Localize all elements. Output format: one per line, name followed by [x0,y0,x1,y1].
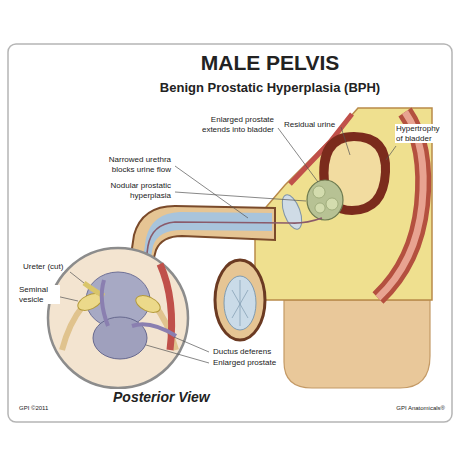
testis-lobules [232,280,248,326]
view-label: Posterior View [112,389,211,406]
part-label: Nodular prostatic hyperplasia [96,181,172,200]
prostate-nodule [315,203,325,213]
part-label: Ductus deferens [212,347,272,357]
leader-line [146,345,209,363]
part-label: Seminal vesicle [18,285,60,304]
leader-line [175,166,248,218]
testis [224,276,256,330]
inset-circle [48,248,188,388]
leader-line [341,127,350,155]
prostate-nodule [326,198,338,210]
ductus-deferens [102,280,176,336]
prostate-nodule [313,186,325,198]
part-label: Ureter (cut) [22,262,64,272]
card [8,44,452,422]
prostate [307,180,343,220]
scrotum [215,260,265,340]
part-label: Residual urine [283,120,336,130]
subtitle: Benign Prostatic Hyperplasia (BPH) [159,80,381,96]
bladder-wall [319,132,390,215]
leader-line [386,146,396,160]
inset-rectum [160,264,172,350]
leader-line [278,128,318,182]
leader-line [70,272,84,283]
leader-lines [56,127,396,363]
part-label: Enlarged prostate extends into bladder [189,115,275,134]
part-label: Enlarged prostate [212,358,277,368]
seminal-vesicle [133,292,162,316]
pubic-bone [278,192,305,231]
copyright-note: GPI ©2011 [18,405,49,412]
brand-note: GPI Anatomicals® [395,405,446,412]
leader-line [175,192,306,201]
model-base [284,300,430,388]
leader-line [174,337,209,352]
part-label: Narrowed urethra blocks urine flow [96,155,172,174]
part-label: Hypertrophy of bladder [395,124,447,143]
title: MALE PELVIS [200,50,340,75]
